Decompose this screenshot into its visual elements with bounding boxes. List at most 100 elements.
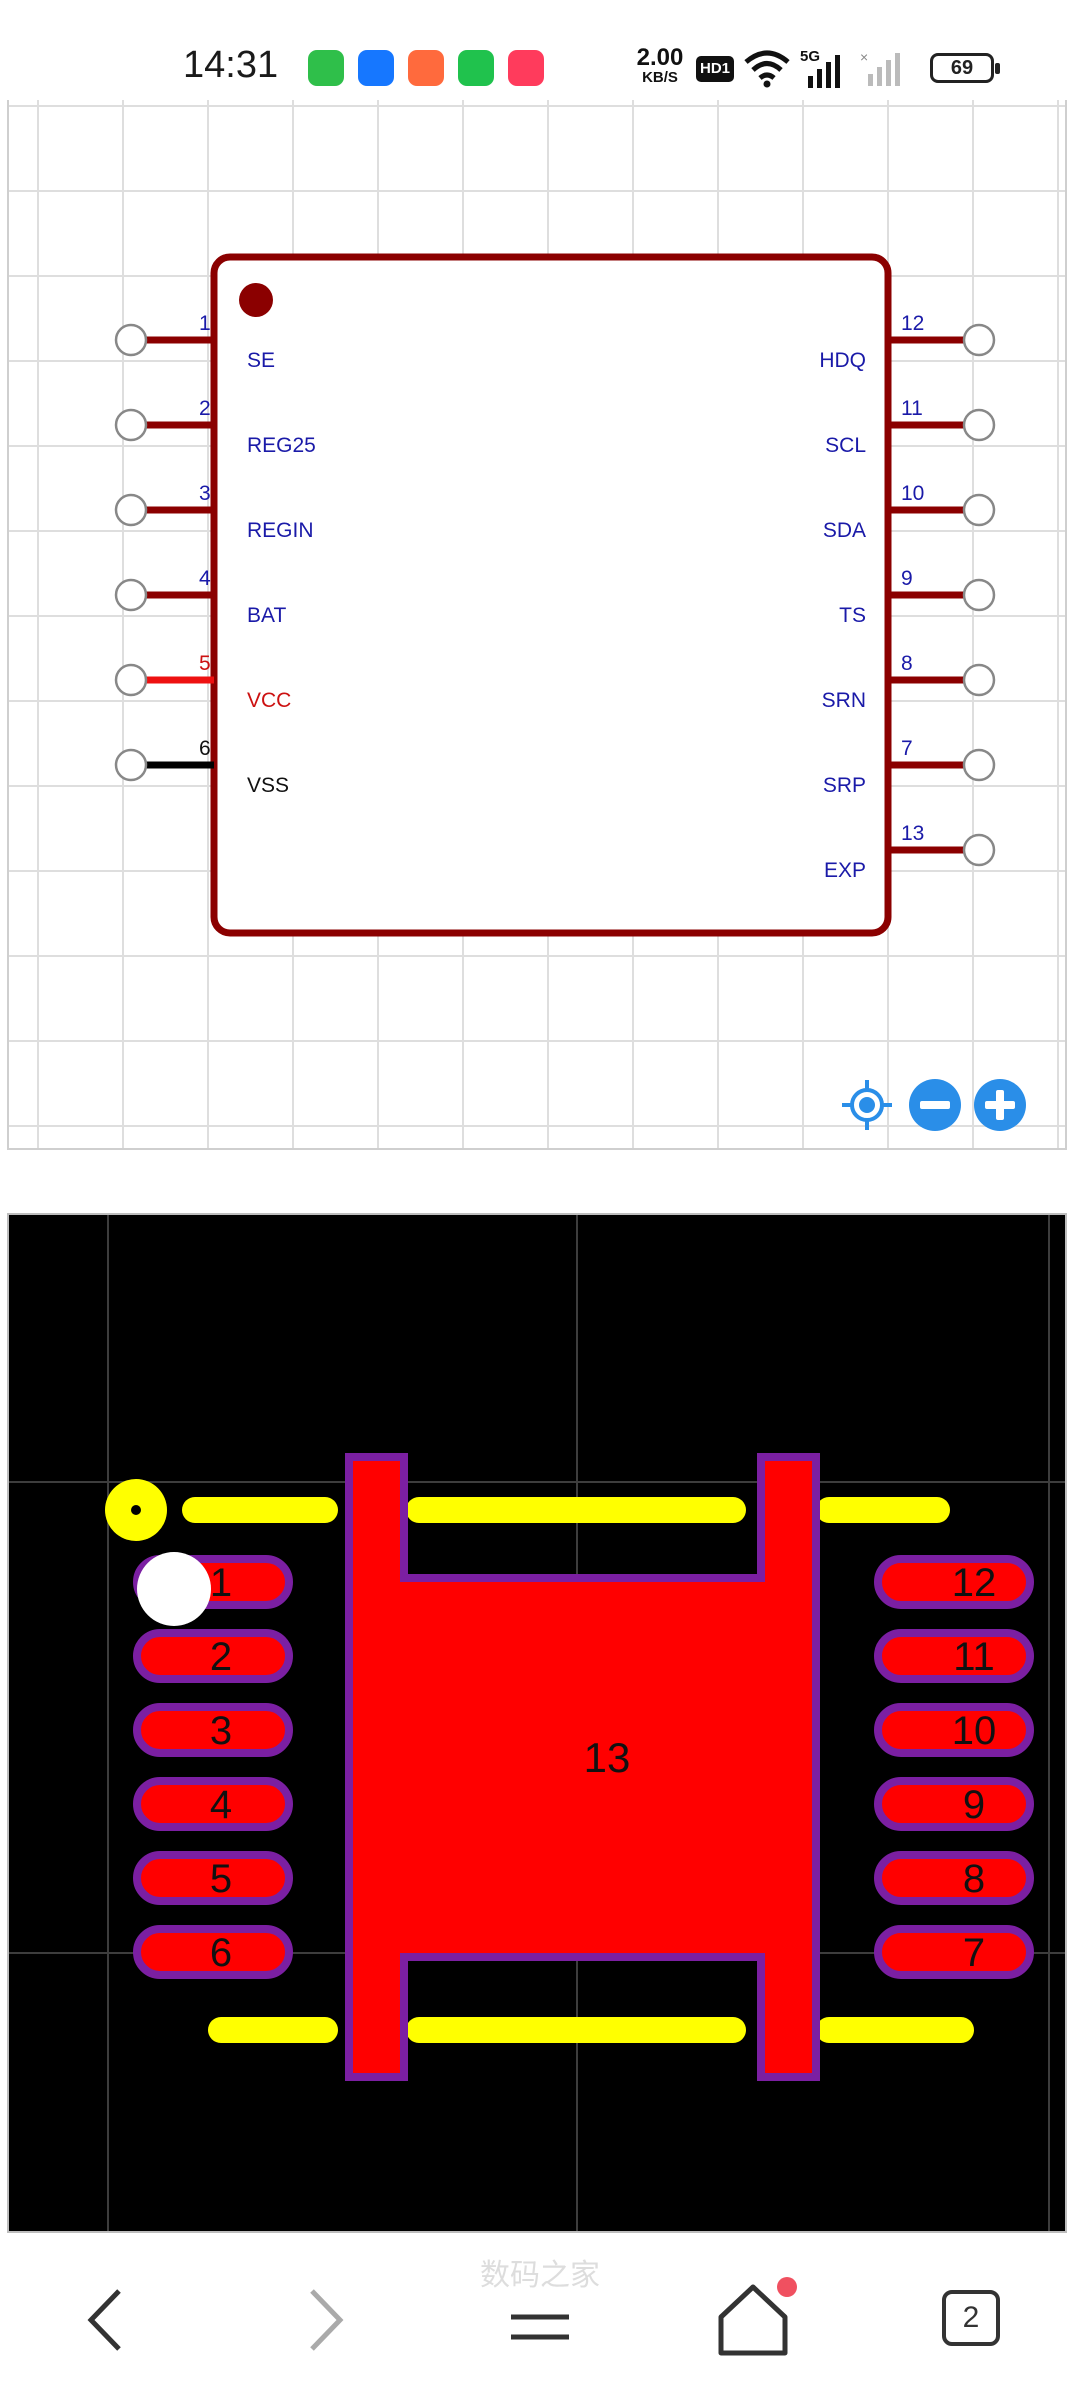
pin-label-left: SE [247, 349, 275, 372]
pad-right[interactable] [874, 1851, 1034, 1905]
pad-label-right: 10 [952, 1709, 997, 1753]
video-app-icon [508, 50, 544, 86]
center-pad-label: 13 [584, 1734, 631, 1781]
pad-right[interactable] [874, 1777, 1034, 1831]
pin-connector-left[interactable] [114, 323, 148, 357]
menu-button[interactable] [490, 2270, 590, 2370]
pin-connector-right[interactable] [962, 833, 996, 867]
chevron-right-icon [310, 2289, 344, 2351]
pad-left[interactable] [133, 1851, 293, 1905]
pin-number-left: 3 [199, 482, 211, 505]
home-button[interactable] [706, 2270, 806, 2370]
pin-label-right: SDA [823, 519, 866, 542]
pin-connector-right[interactable] [962, 578, 996, 612]
pin-label-right: SCL [825, 434, 866, 457]
locate-icon [842, 1080, 892, 1130]
pin-number-left: 2 [199, 397, 211, 420]
pad-left[interactable] [133, 1777, 293, 1831]
pad-left[interactable] [133, 1925, 293, 1979]
battery-indicator: 69 [930, 53, 1000, 83]
signal-bars [808, 55, 840, 88]
pin-number-left: 6 [199, 737, 211, 760]
status-time: 14:31 [183, 44, 279, 86]
pin-connector-right[interactable] [962, 493, 996, 527]
pin-connector-left[interactable] [114, 663, 148, 697]
pad-right[interactable] [874, 1555, 1034, 1609]
pin1-marker-dot [239, 283, 273, 317]
pin-connector-left[interactable] [114, 578, 148, 612]
pad-label-left: 4 [210, 1783, 232, 1827]
tabs-button[interactable]: 2 [942, 2290, 1000, 2346]
menu-icon [511, 2314, 569, 2340]
svg-text:×: × [860, 50, 868, 65]
watermark: 数码之家 [480, 2259, 600, 2292]
zoom-out-button[interactable] [908, 1078, 962, 1132]
pin-label-right: EXP [824, 859, 866, 882]
notification-dot [777, 2277, 797, 2297]
center-pad-13[interactable] [345, 1453, 820, 2081]
pin-connector-right[interactable] [962, 408, 996, 442]
pad-right[interactable] [874, 1925, 1034, 1979]
pad-label-right: 9 [963, 1783, 985, 1827]
network-speed-unit: KB/S [642, 69, 678, 86]
pin-label-right: HDQ [819, 349, 866, 372]
pad-label-left: 6 [210, 1931, 232, 1975]
pin-connector-left[interactable] [114, 493, 148, 527]
zoom-in-button[interactable] [973, 1078, 1027, 1132]
wifi-icon [744, 50, 790, 88]
pin-label-right: SRP [823, 774, 866, 797]
pin-label-left: VCC [247, 689, 291, 712]
network-speed-value: 2.00 [636, 44, 684, 71]
pad-right[interactable] [874, 1629, 1034, 1683]
pin-label-right: TS [839, 604, 866, 627]
hd-voice-badge: HD1 [696, 56, 734, 82]
schematic-symbol: 1SE2REG253REGIN4BAT5VCC6VSS12HDQ11SCL10S… [114, 253, 996, 937]
pad-label-right: 7 [963, 1931, 985, 1975]
upload-app-icon [458, 50, 494, 86]
pin-connector-left[interactable] [114, 748, 148, 782]
pad-label-left: 1 [210, 1561, 232, 1605]
pin-label-left: BAT [247, 604, 286, 627]
pin-label-left: REG25 [247, 434, 316, 457]
pin-connector-right[interactable] [962, 748, 996, 782]
pin-number-left: 1 [199, 312, 211, 335]
pin-number-right: 7 [901, 737, 913, 760]
pin-number-left: 5 [199, 652, 211, 675]
forward-button[interactable] [275, 2270, 375, 2370]
pad-left[interactable] [133, 1629, 293, 1683]
pad-label-right: 8 [963, 1857, 985, 1901]
signal-empty-icon: × [860, 50, 900, 86]
pin-label-right: SRN [822, 689, 866, 712]
pad-right[interactable] [874, 1703, 1034, 1757]
chevron-left-icon [87, 2289, 121, 2351]
pin-number-right: 8 [901, 652, 913, 675]
pad-label-left: 2 [210, 1635, 232, 1679]
pad-label-left: 5 [210, 1857, 232, 1901]
zoom-in-icon [985, 1090, 1015, 1120]
pin-number-right: 10 [901, 482, 924, 505]
pin-connector-right[interactable] [962, 663, 996, 697]
pin-label-left: VSS [247, 774, 289, 797]
pad-label-right: 11 [953, 1635, 995, 1679]
pin-number-right: 9 [901, 567, 913, 590]
pin-number-right: 12 [901, 312, 924, 335]
home-icon [718, 2277, 797, 2356]
back-button[interactable] [56, 2270, 156, 2370]
pin-connector-right[interactable] [962, 323, 996, 357]
locate-button[interactable] [840, 1078, 894, 1132]
ic-body [210, 253, 892, 937]
messages-icon [308, 50, 344, 86]
pad-label-left: 3 [210, 1709, 232, 1753]
silkscreen-outline [182, 1497, 974, 2043]
pad-left[interactable] [133, 1703, 293, 1757]
pin-connector-left[interactable] [114, 408, 148, 442]
pin-number-right: 13 [901, 822, 924, 845]
pin-number-left: 4 [199, 567, 211, 590]
pin-label-left: REGIN [247, 519, 314, 542]
pad-label-right: 12 [952, 1561, 997, 1605]
zoom-controls [840, 1078, 1030, 1134]
